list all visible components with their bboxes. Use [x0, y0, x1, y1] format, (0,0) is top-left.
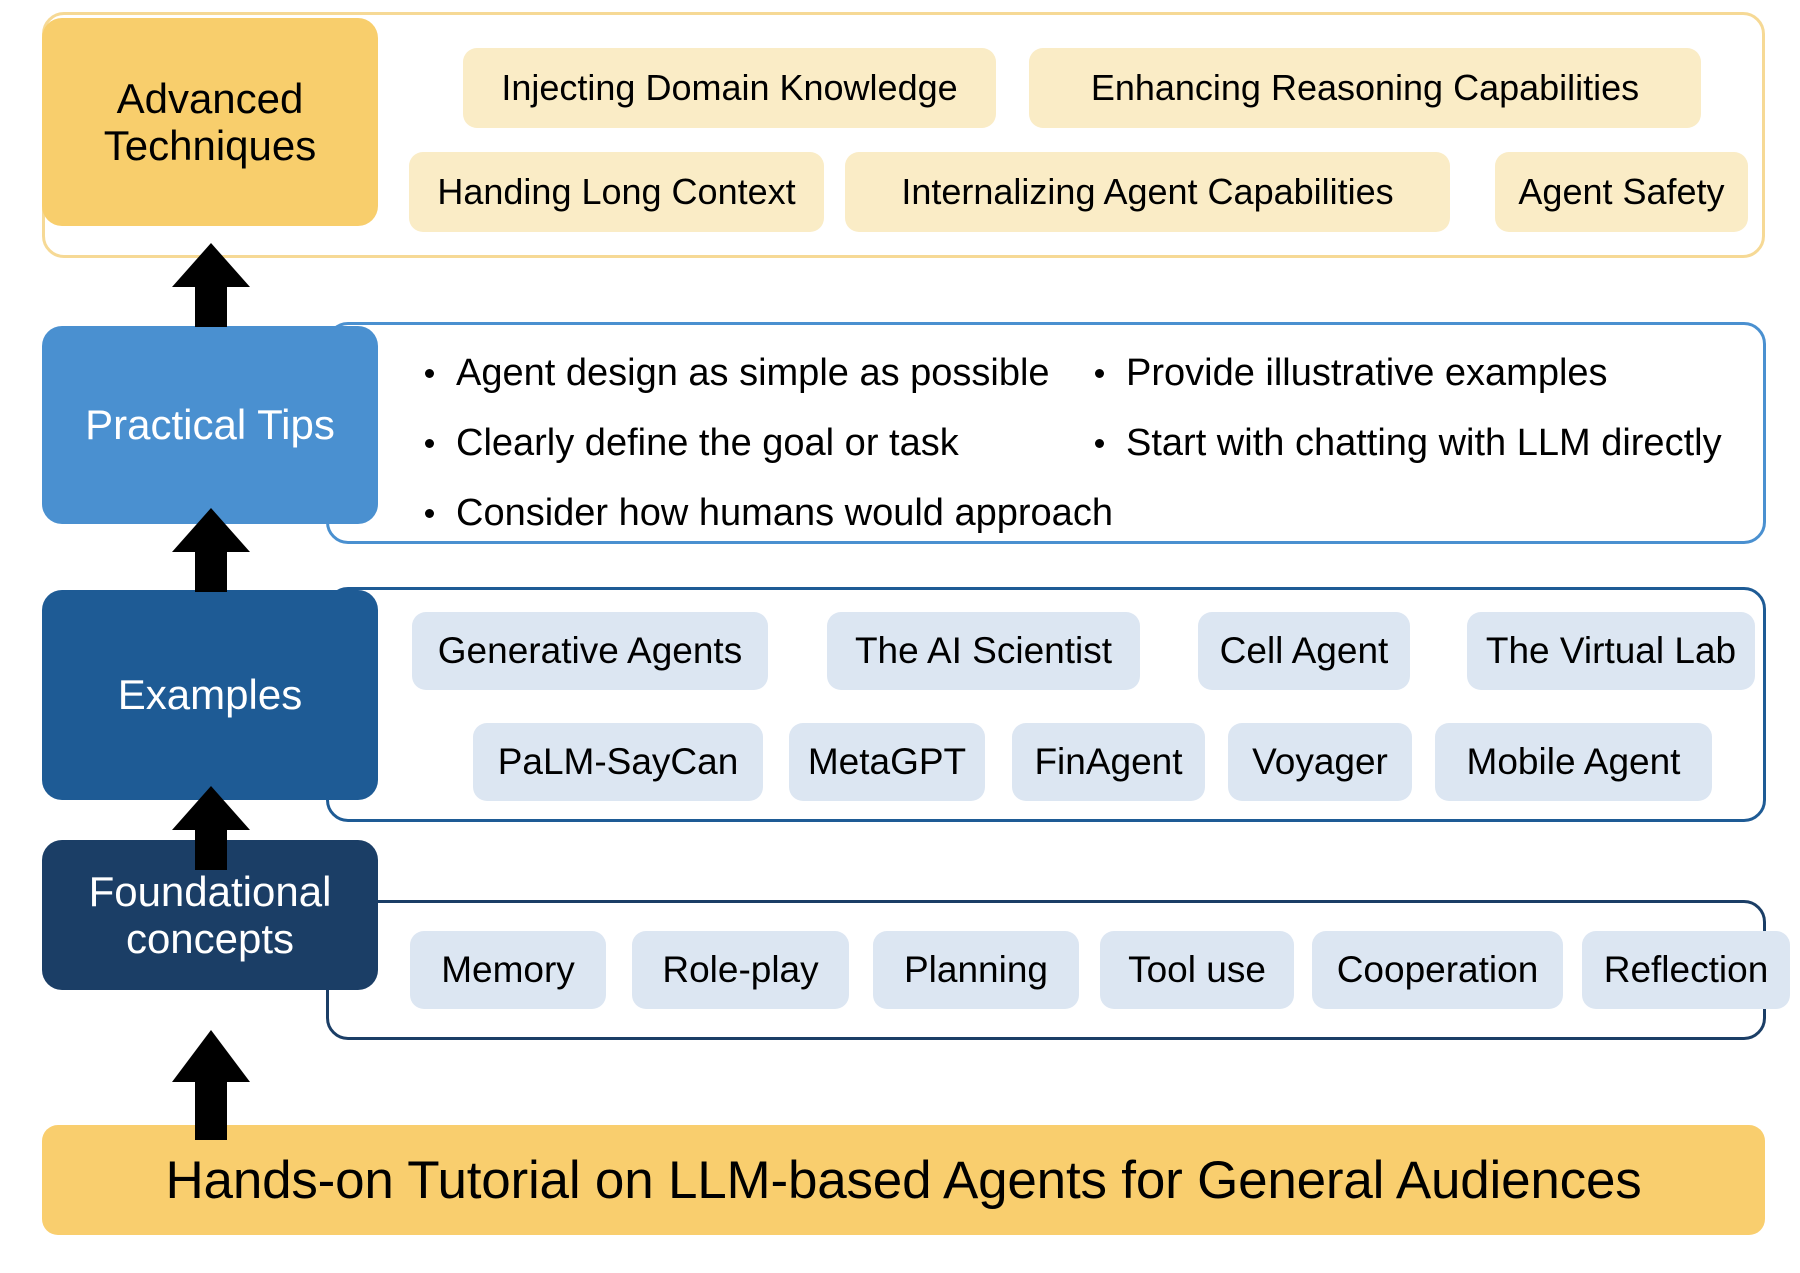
pill-generative-agents[interactable]: Generative Agents	[412, 612, 768, 690]
pill-enhancing-reasoning-capabilities[interactable]: Enhancing Reasoning Capabilities	[1029, 48, 1701, 128]
pill-agent-safety[interactable]: Agent Safety	[1495, 152, 1748, 232]
bullet-start-chatting-with-llm: Start with chatting with LLM directly	[1095, 415, 1722, 471]
pill-label: Reflection	[1603, 949, 1769, 990]
arrow-title-to-foundational-icon	[172, 1030, 250, 1140]
row-label-foundational-concepts-line1: Foundational	[88, 867, 332, 915]
tutorial-title-text: Hands-on Tutorial on LLM-based Agents fo…	[165, 1150, 1642, 1210]
row-label-practical-tips-text: Practical Tips	[85, 401, 335, 449]
pill-label: Role-play	[662, 949, 819, 990]
bullet-dot-icon	[425, 438, 434, 448]
pill-label: FinAgent	[1034, 741, 1183, 782]
pill-finagent[interactable]: FinAgent	[1012, 723, 1205, 801]
pill-cell-agent[interactable]: Cell Agent	[1198, 612, 1410, 690]
pill-label: Voyager	[1252, 741, 1388, 782]
pill-label: Cooperation	[1336, 949, 1539, 990]
arrow-foundational-to-examples-icon	[172, 786, 250, 870]
pill-label: PaLM-SayCan	[497, 741, 739, 782]
bullet-consider-humans-approach: Consider how humans would approach	[425, 485, 1113, 541]
pill-label: Planning	[903, 949, 1048, 990]
bullet-agent-design-simple: Agent design as simple as possible	[425, 345, 1050, 401]
bullet-dot-icon	[425, 508, 434, 518]
row-label-foundational-concepts[interactable]: Foundational concepts	[42, 840, 378, 990]
bullet-text: Agent design as simple as possible	[456, 351, 1050, 394]
pill-cooperation[interactable]: Cooperation	[1312, 931, 1563, 1009]
row-label-examples[interactable]: Examples	[42, 590, 378, 800]
arrow-practical-tips-to-advanced-icon	[172, 243, 250, 327]
bullet-text: Consider how humans would approach	[456, 491, 1113, 534]
bullet-dot-icon	[1095, 438, 1104, 448]
pill-tool-use[interactable]: Tool use	[1100, 931, 1294, 1009]
pill-label: MetaGPT	[807, 741, 967, 782]
row-container-practical-tips	[326, 322, 1766, 544]
pill-memory[interactable]: Memory	[410, 931, 606, 1009]
bullet-dot-icon	[1095, 368, 1104, 378]
pill-label: Internalizing Agent Capabilities	[901, 171, 1394, 212]
pill-label: Mobile Agent	[1466, 741, 1681, 782]
bullet-dot-icon	[425, 368, 434, 378]
pill-label: Memory	[441, 949, 575, 990]
pill-label: Enhancing Reasoning Capabilities	[1090, 67, 1640, 108]
bullet-provide-illustrative-examples: Provide illustrative examples	[1095, 345, 1608, 401]
bullet-text: Clearly define the goal or task	[456, 421, 959, 464]
pill-voyager[interactable]: Voyager	[1228, 723, 1412, 801]
tutorial-title-bar[interactable]: Hands-on Tutorial on LLM-based Agents fo…	[42, 1125, 1765, 1235]
pill-planning[interactable]: Planning	[873, 931, 1079, 1009]
pill-label: The Virtual Lab	[1485, 630, 1737, 671]
bullet-clearly-define-goal: Clearly define the goal or task	[425, 415, 959, 471]
pill-reflection[interactable]: Reflection	[1582, 931, 1790, 1009]
bullet-text: Start with chatting with LLM directly	[1126, 421, 1722, 464]
arrow-examples-to-practical-tips-icon	[172, 508, 250, 592]
row-label-examples-text: Examples	[117, 671, 303, 719]
bullet-text: Provide illustrative examples	[1126, 351, 1608, 394]
pill-label: Agent Safety	[1518, 171, 1725, 212]
pill-palm-saycan[interactable]: PaLM-SayCan	[473, 723, 763, 801]
pill-internalizing-agent-capabilities[interactable]: Internalizing Agent Capabilities	[845, 152, 1450, 232]
pill-metagpt[interactable]: MetaGPT	[789, 723, 985, 801]
row-label-practical-tips[interactable]: Practical Tips	[42, 326, 378, 524]
pill-mobile-agent[interactable]: Mobile Agent	[1435, 723, 1712, 801]
pill-label: Cell Agent	[1219, 630, 1389, 671]
pill-label: The AI Scientist	[854, 630, 1113, 671]
row-label-advanced-techniques-line2: Techniques	[103, 122, 317, 169]
pill-label: Injecting Domain Knowledge	[501, 67, 958, 108]
pill-label: Generative Agents	[437, 630, 743, 671]
pill-the-virtual-lab[interactable]: The Virtual Lab	[1467, 612, 1755, 690]
pill-injecting-domain-knowledge[interactable]: Injecting Domain Knowledge	[463, 48, 996, 128]
row-label-advanced-techniques-line1: Advanced	[116, 74, 304, 122]
row-label-advanced-techniques[interactable]: Advanced Techniques	[42, 18, 378, 226]
pill-label: Tool use	[1128, 949, 1266, 990]
pill-role-play[interactable]: Role-play	[632, 931, 849, 1009]
row-label-foundational-concepts-line2: concepts	[125, 915, 295, 962]
pill-handing-long-context[interactable]: Handing Long Context	[409, 152, 824, 232]
pill-label: Handing Long Context	[437, 171, 796, 212]
pill-the-ai-scientist[interactable]: The AI Scientist	[827, 612, 1140, 690]
